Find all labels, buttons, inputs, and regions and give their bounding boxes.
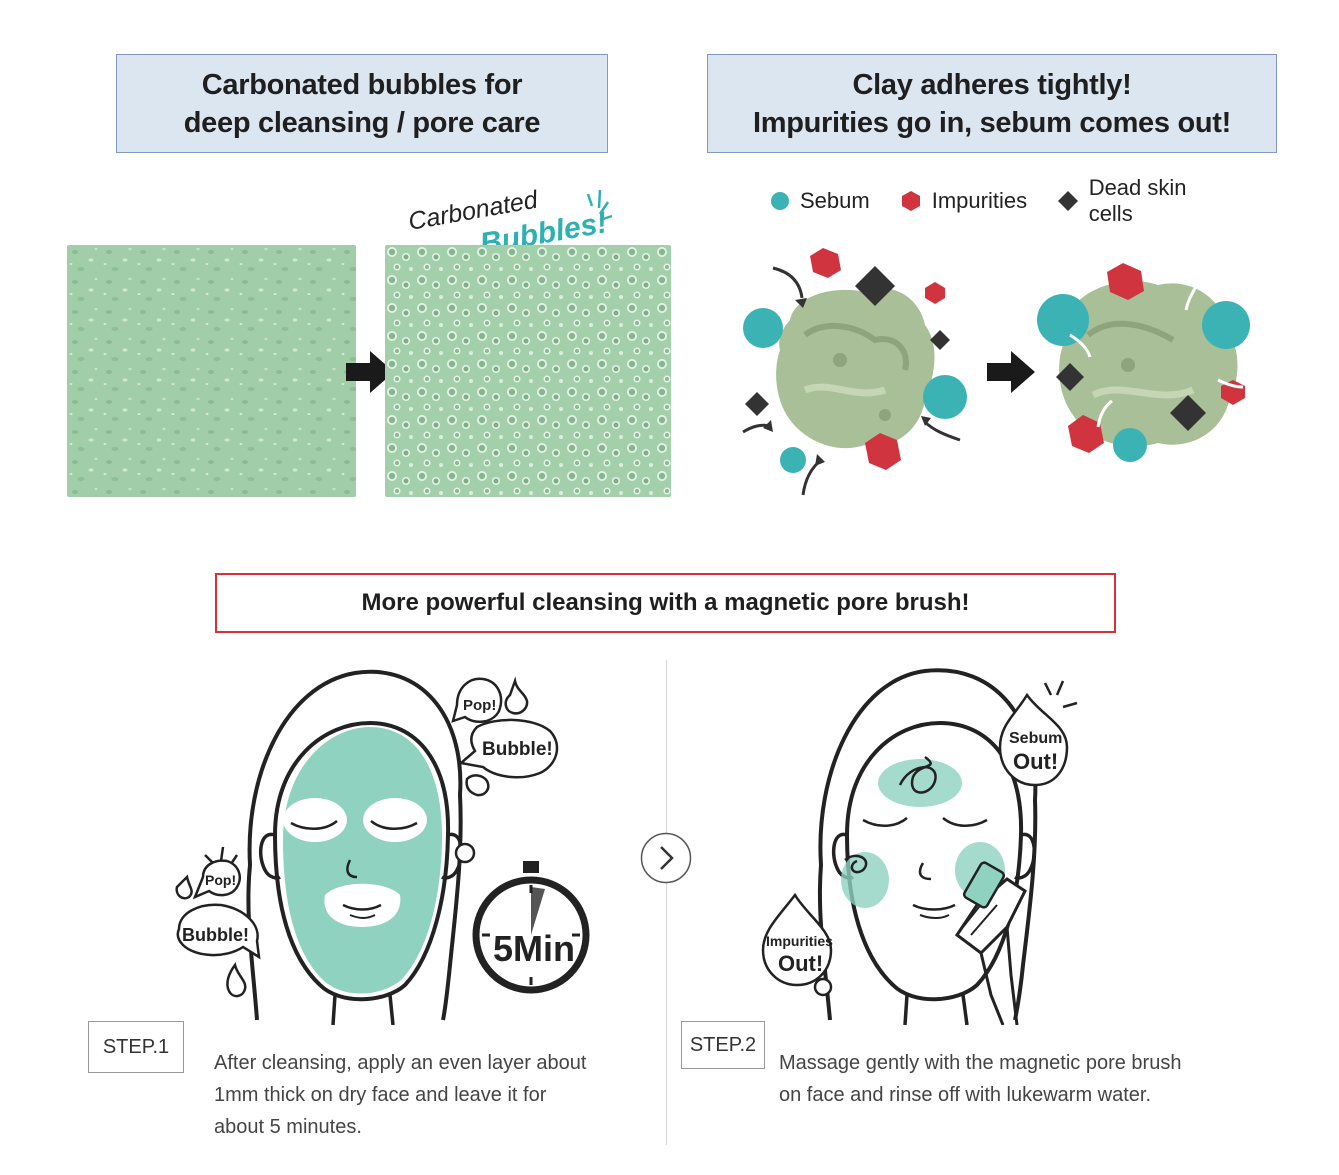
impurities-out-line2: Out! <box>778 951 823 976</box>
timer-5min-icon: 5Min <box>472 861 590 994</box>
step1-label: STEP.1 <box>88 1021 184 1073</box>
legend-item-dead-skin: Dead skin cells <box>1057 175 1234 227</box>
step1-desc-line3: about 5 minutes. <box>214 1116 362 1138</box>
deep-cleansing-title: Carbonated bubbles for deep cleansing / … <box>116 54 608 153</box>
chevron-right-icon <box>640 832 692 884</box>
legend-label-dead-skin: Dead skin cells <box>1088 175 1187 226</box>
step2-description: Massage gently with the magnetic pore br… <box>779 1047 1249 1111</box>
deep-cleansing-title-line2: deep cleansing / pore care <box>183 106 541 139</box>
timer-text: 5Min <box>493 928 575 969</box>
pop-top-text: Pop! <box>463 697 496 714</box>
clay-lump-after-illustration <box>1037 263 1250 462</box>
legend-label-impurities: Impurities <box>931 188 1028 213</box>
step2-desc-line2: on face and rinse off with lukewarm wate… <box>779 1084 1152 1106</box>
sebum-out-line1: Sebum <box>1009 730 1062 747</box>
sparkle-right-icon <box>1043 680 1078 709</box>
clay-texture-before-photo <box>67 245 356 497</box>
step-divider <box>666 660 667 1145</box>
step1-desc-line2: 1mm thick on dry face and leave it for <box>214 1084 547 1106</box>
sebum-out-line2: Out! <box>1013 749 1058 774</box>
step2-desc-line1: Massage gently with the magnetic pore br… <box>779 1052 1182 1074</box>
step1-face-mask-illustration: Pop! Bubble! 5Min Pop! Bubble! <box>175 669 590 1025</box>
clay-texture-bubbles-photo <box>385 245 671 497</box>
impurities-hexagon-icon <box>901 191 920 211</box>
deep-cleansing-title-line1: Carbonated bubbles for <box>201 68 523 101</box>
step2-label-text: STEP.2 <box>689 1033 757 1056</box>
clay-lump-before-illustration <box>742 248 967 496</box>
sebum-circle-icon <box>771 192 789 210</box>
step1-description: After cleansing, apply an even layer abo… <box>214 1047 644 1143</box>
magnetic-brush-banner-text: More powerful cleansing with a magnetic … <box>361 589 970 616</box>
carbonated-bubbles-caption: Carbonated Bubbles! <box>406 185 613 261</box>
bubble-left-text: Bubble! <box>182 925 249 945</box>
step2-label: STEP.2 <box>681 1021 765 1069</box>
impurities-out-line1: Impurities <box>766 933 833 949</box>
step2-face-brush-illustration: Sebum Out! Impurities Out! <box>761 668 1078 1025</box>
arrow-right-icon-2 <box>987 351 1035 393</box>
magnetic-brush-banner: More powerful cleansing with a magnetic … <box>215 573 1116 633</box>
bubble-top-text: Bubble! <box>482 739 553 760</box>
legend-label-sebum: Sebum <box>800 188 870 213</box>
arrow-right-icon <box>346 351 394 393</box>
legend-item-impurities: Impurities <box>900 188 1027 214</box>
sparkle-icon <box>586 189 613 222</box>
pop-left-text: Pop! <box>205 872 236 888</box>
step1-label-text: STEP.1 <box>102 1035 170 1058</box>
clay-adheres-title: Clay adheres tightly! Impurities go in, … <box>707 54 1277 153</box>
step1-desc-line1: After cleansing, apply an even layer abo… <box>214 1052 587 1074</box>
clay-adheres-title-line1: Clay adheres tightly! <box>852 68 1132 101</box>
magnetic-pore-brush-icon <box>954 861 1027 1025</box>
legend-item-sebum: Sebum <box>770 188 870 214</box>
dead-skin-diamond-icon <box>1058 191 1079 211</box>
particle-legend: Sebum Impurities Dead skin cells <box>770 175 1250 226</box>
clay-adheres-title-line2: Impurities go in, sebum comes out! <box>752 106 1232 139</box>
